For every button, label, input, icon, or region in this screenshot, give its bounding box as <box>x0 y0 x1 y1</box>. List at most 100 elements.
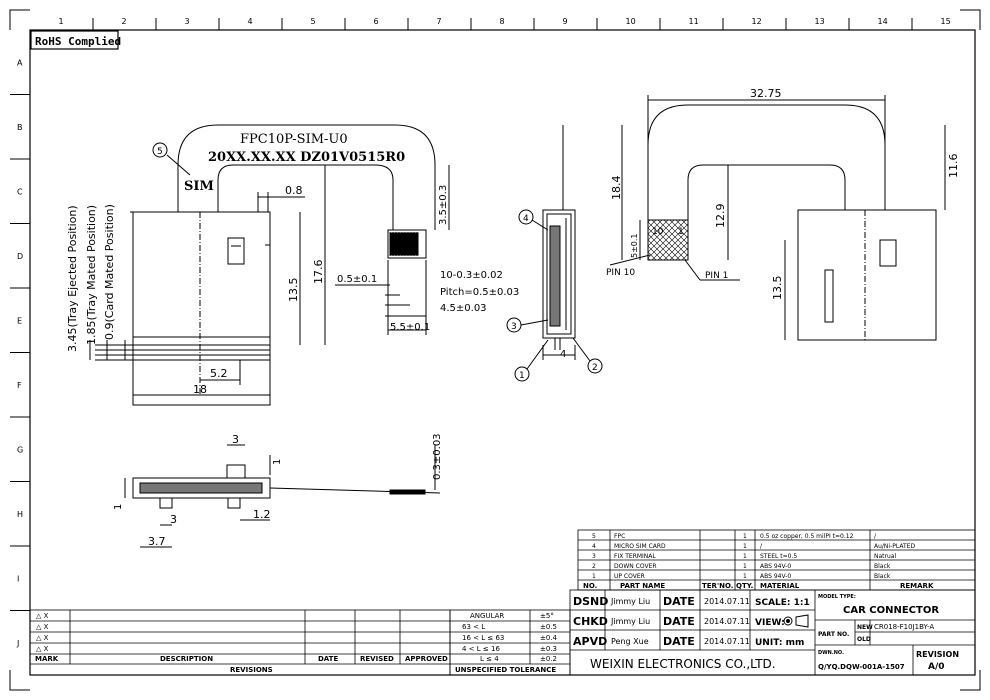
unit: UNIT: mm <box>755 638 804 648</box>
column-label: 9 <box>563 17 568 26</box>
bom-table <box>577 529 976 591</box>
bom-mat-2: ABS 94V-0 <box>760 563 791 570</box>
column-label: 13 <box>815 17 825 26</box>
dim-5-2: 5.2 <box>210 367 228 380</box>
side-view <box>506 125 603 382</box>
view-label: VIEW: <box>755 618 785 628</box>
dim-tray-mated: 1.85(Tray Mated Position) <box>85 205 98 345</box>
column-label: 5 <box>311 17 316 26</box>
revision-label: REVISION <box>916 650 959 659</box>
column-label: 12 <box>752 17 762 26</box>
tol-range-3: 4 < L ≤ 16 <box>462 645 500 653</box>
tolerance-table <box>449 609 571 676</box>
tol-footer: UNSPECIFIED TOLERANCE <box>455 666 556 674</box>
bom-name-5: FPC <box>614 533 625 540</box>
bom-name-1: UP COVER <box>614 573 645 580</box>
dim-1b: 1 <box>113 504 124 510</box>
dim-10: 10-0.3±0.02 <box>440 270 503 281</box>
bom-rem-3: Natrual <box>874 553 896 560</box>
dim-0-8: 0.8 <box>285 184 303 197</box>
crop-marks <box>9 9 981 691</box>
scale: SCALE: 1:1 <box>755 598 810 608</box>
column-label: 7 <box>437 17 442 26</box>
dim-3-5: 3.5±0.3 <box>438 185 449 225</box>
dim-17-6: 17.6 <box>312 260 325 285</box>
side-view-text: 4 3 1 2 4 <box>511 214 598 381</box>
bom-qty-5: 1 <box>743 533 747 540</box>
tol-range-4: L ≤ 4 <box>480 655 499 663</box>
title-block-text: DSND Jimmy Liu DATE 2014.07.11 SCALE: 1:… <box>573 594 959 672</box>
column-label: 15 <box>941 17 951 26</box>
bottom-view-text: 3 0.3±0.03 1 1 1.2 3 3.7 <box>113 433 443 548</box>
model-type: CAR CONNECTOR <box>843 605 939 616</box>
bom-no-4: 4 <box>592 543 596 550</box>
column-label: 4 <box>248 17 253 26</box>
bom-head-no: NO. <box>583 582 597 590</box>
part-line-2: 20XX.XX.XX DZ01V0515R0 <box>208 150 405 165</box>
tol-val-1: ±0.5 <box>540 623 557 631</box>
bottom-view <box>124 444 441 548</box>
dim-12-9: 12.9 <box>714 204 727 229</box>
dim-18-4: 18.4 <box>610 176 623 201</box>
dim-3a: 3 <box>232 433 239 446</box>
apvd-name: Peng Xue <box>611 637 649 646</box>
bom-head-terno: TER'NO. <box>702 582 733 590</box>
row-label: H <box>17 510 23 519</box>
tolerance-text: ANGULAR ±5° 63 < L ±0.5 16 < L ≤ 63 ±0.4… <box>455 612 558 674</box>
column-label: 1 <box>59 17 64 26</box>
bom-head-remark: REMARK <box>900 582 934 590</box>
dim-18: 18 <box>193 383 207 396</box>
tol-angular-value: ±5° <box>540 612 554 620</box>
old-label: OLD <box>857 636 871 643</box>
rev-mark-1: △ X <box>36 612 49 620</box>
tol-angular-header: ANGULAR <box>470 612 504 620</box>
title-block <box>569 589 976 676</box>
rev-head-mark: MARK <box>35 655 59 663</box>
company-name: WEIXIN ELECTRONICS CO.,LTD. <box>590 657 776 671</box>
right-view <box>609 95 946 341</box>
pin-10-label: PIN 10 <box>606 268 635 278</box>
bom-qty-2: 1 <box>743 563 747 570</box>
rev-mark-2: △ X <box>36 623 49 631</box>
rev-footer: REVISIONS <box>230 666 273 674</box>
callout-2: 2 <box>592 363 598 373</box>
row-label: A <box>17 58 23 67</box>
part-no-label: PART NO. <box>818 631 849 638</box>
chkd-label: CHKD <box>573 615 608 628</box>
main-view-text: FPC10P-SIM-U0 20XX.XX.XX DZ01V0515R0 SIM… <box>66 132 519 396</box>
tol-val-4: ±0.2 <box>540 655 557 663</box>
dim-card-mated: 0.9(Card Mated Position) <box>103 204 116 340</box>
dim-32-75: 32.75 <box>750 87 782 100</box>
dwn-no-label: DWN.NO. <box>818 650 844 656</box>
dim-4: 4 <box>560 349 566 360</box>
date-label-2: DATE <box>663 615 695 628</box>
row-label: D <box>17 252 23 261</box>
dim-0-3: 0.3±0.03 <box>432 433 443 480</box>
rohs-stamp: RoHS Complied <box>35 35 121 48</box>
apvd-label: APVD <box>573 635 607 648</box>
bom-no-2: 2 <box>592 563 596 570</box>
bom-head-name: PART NAME <box>620 582 665 590</box>
dim-0-5: 0.5±0.1 <box>337 274 377 285</box>
new-label: NEW <box>857 624 873 631</box>
revisions-text: △ X △ X △ X △ X MARK DESCRIPTION DATE RE… <box>35 612 448 674</box>
bom-mat-3: STEEL t=0.5 <box>760 553 797 560</box>
row-label: G <box>17 445 23 454</box>
bom-name-3: FIX TERMINAL <box>614 553 656 560</box>
dim-1a: 1 <box>272 459 283 465</box>
rev-head-revised: REVISED <box>360 655 394 663</box>
column-label: 6 <box>374 17 379 26</box>
bom-mat-4: / <box>760 543 763 550</box>
dim-3b: 3 <box>170 513 177 526</box>
bom-rem-5: / <box>874 533 877 540</box>
bom-qty-1: 1 <box>743 573 747 580</box>
dsnd-label: DSND <box>573 595 608 608</box>
row-label: F <box>17 381 22 390</box>
rev-mark-3: △ X <box>36 634 49 642</box>
callout-3: 3 <box>511 322 517 332</box>
bom-name-4: MICRO SIM CARD <box>614 543 666 550</box>
bom-rem-2: Black <box>874 563 891 570</box>
right-view-text: 32.75 11.6 18.4 12.9 5±0.1 PIN 10 PIN 1 … <box>606 87 960 300</box>
dwn-no: Q/YQ.DQW-001A-1507 <box>818 663 905 671</box>
